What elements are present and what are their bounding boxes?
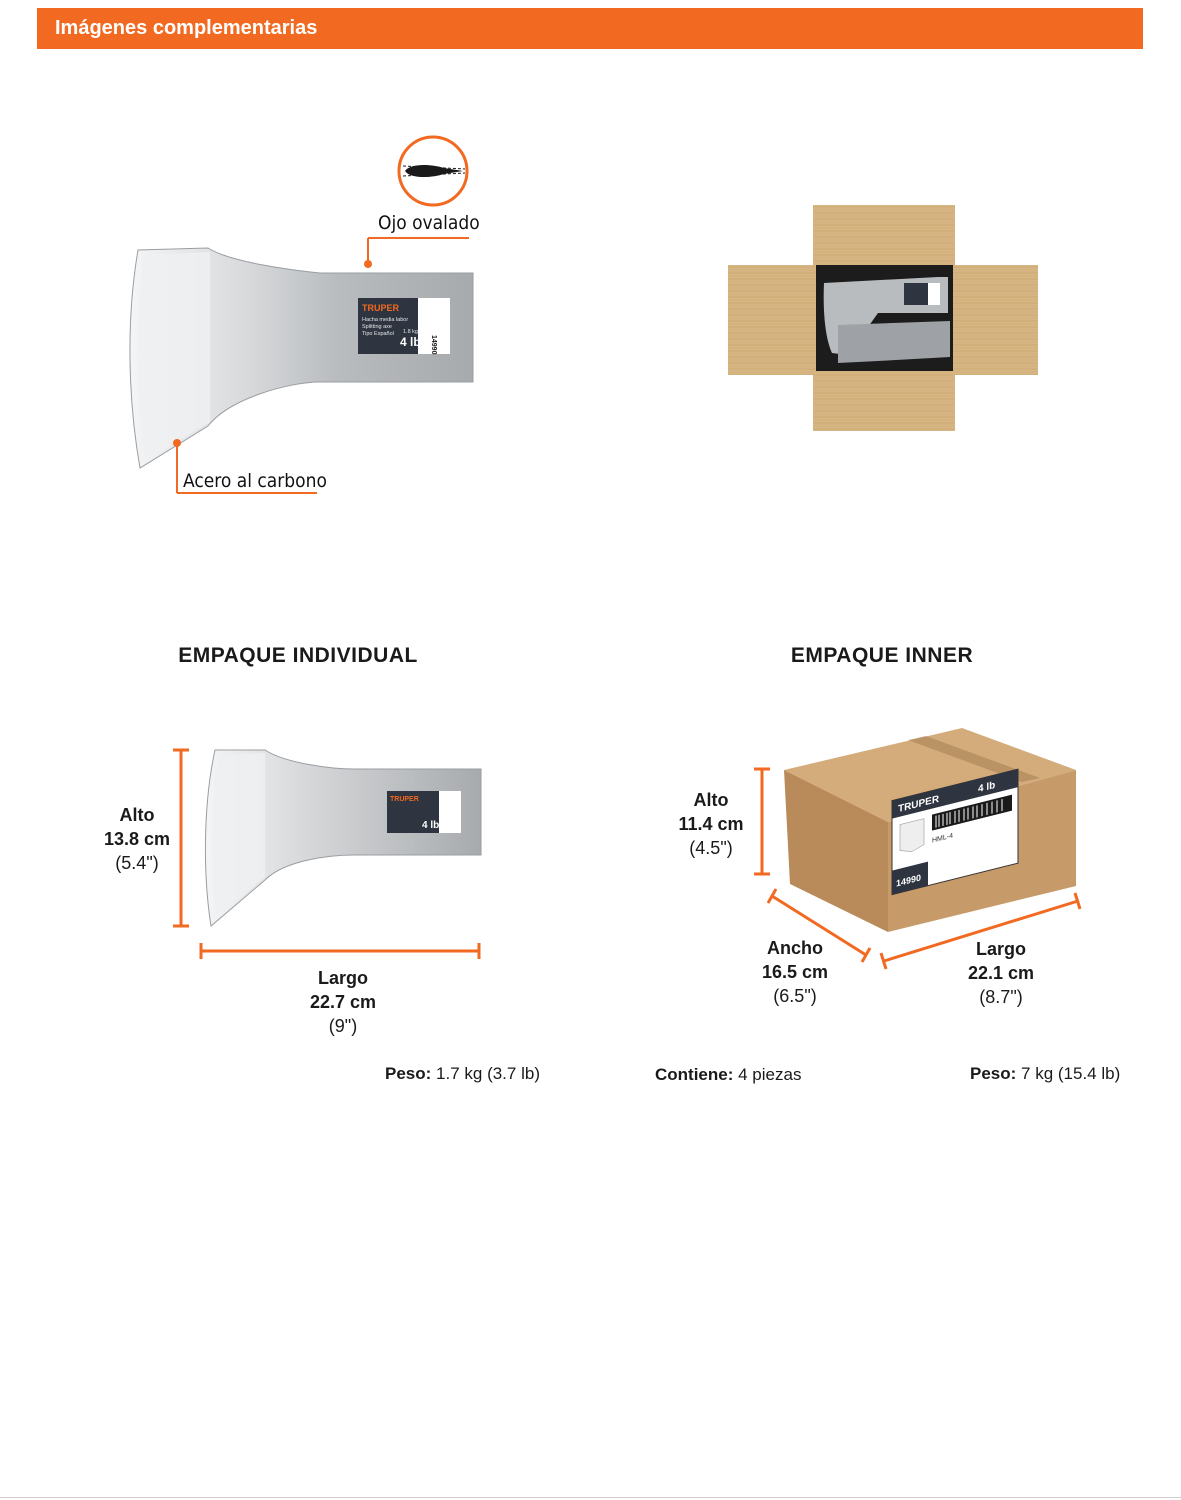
section-header-banner: Imágenes complementarias (37, 8, 1143, 49)
axe-head-feature-image: TRUPER Hacha media labor Splitting axe T… (129, 135, 474, 494)
individual-length-label: Largo (317, 968, 368, 988)
svg-text:4 lb: 4 lb (978, 780, 995, 795)
label-weight-lb: 4 lb (400, 335, 421, 349)
individual-height-imperial: (5.4") (115, 853, 159, 873)
label-line3: Tipo Español (362, 331, 394, 337)
label-line1: Hacha media labor (362, 317, 408, 323)
label-line2: Splitting axe (362, 324, 392, 330)
inner-weight-value: 7 kg (15.4 lb) (1021, 1064, 1121, 1083)
inner-width-imperial: (6.5") (773, 986, 817, 1006)
inner-width-dimension: Ancho 16.5 cm (6.5") (745, 936, 845, 1008)
inner-height-dimension: Alto 11.4 cm (4.5") (662, 788, 760, 860)
inner-contents: Contiene: 4 piezas (655, 1065, 801, 1085)
label-weight-kg: 1.8 kg (403, 329, 418, 335)
page-bottom-divider (0, 1497, 1181, 1498)
section-header-title: Imágenes complementarias (55, 17, 318, 39)
inner-length-label: Largo (975, 939, 1026, 959)
inner-package-title: EMPAQUE INNER (790, 644, 974, 667)
inner-length-metric: 22.1 cm (967, 963, 1035, 983)
inner-height-imperial: (4.5") (689, 838, 733, 858)
individual-package-title: EMPAQUE INDIVIDUAL (178, 644, 418, 667)
individual-package-dimension-image: TRUPER 4 lb (173, 748, 482, 959)
svg-text:TRUPER: TRUPER (390, 796, 419, 803)
inner-length-imperial: (8.7") (979, 987, 1023, 1007)
individual-length-dimension: Largo 22.7 cm (9") (283, 966, 403, 1038)
oval-eye-callout: Ojo ovalado (378, 212, 480, 234)
individual-height-metric: 13.8 cm (103, 829, 171, 849)
inner-contents-key: Contiene: (655, 1065, 734, 1084)
truper-product-label: TRUPER Hacha media labor Splitting axe T… (358, 298, 450, 355)
inner-weight-key: Peso: (970, 1064, 1017, 1083)
inner-height-metric: 11.4 cm (678, 814, 744, 834)
oval-eye-icon (397, 135, 469, 207)
open-box-image (728, 205, 1038, 431)
inner-weight: Peso: 7 kg (15.4 lb) (970, 1064, 1120, 1084)
carbon-steel-callout: Acero al carbono (183, 470, 327, 492)
label-code: 14990 (430, 335, 437, 355)
individual-weight-value: 1.7 kg (3.7 lb) (436, 1064, 540, 1083)
individual-height-dimension: Alto 13.8 cm (5.4") (88, 803, 186, 875)
individual-weight: Peso: 1.7 kg (3.7 lb) (385, 1064, 540, 1084)
svg-text:4 lb: 4 lb (422, 820, 439, 831)
individual-weight-key: Peso: (385, 1064, 432, 1083)
inner-box-dimension-image: TRUPER 4 lb HML-4 14990 (754, 728, 1082, 970)
label-brand: TRUPER (362, 303, 400, 313)
inner-height-label: Alto (693, 790, 729, 810)
inner-contents-value: 4 piezas (738, 1065, 802, 1084)
inner-width-metric: 16.5 cm (761, 962, 829, 982)
individual-height-label: Alto (119, 805, 155, 825)
inner-length-dimension: Largo 22.1 cm (8.7") (951, 937, 1051, 1009)
individual-length-metric: 22.7 cm (309, 992, 377, 1012)
individual-length-imperial: (9") (328, 1016, 358, 1036)
inner-width-label: Ancho (767, 938, 823, 958)
